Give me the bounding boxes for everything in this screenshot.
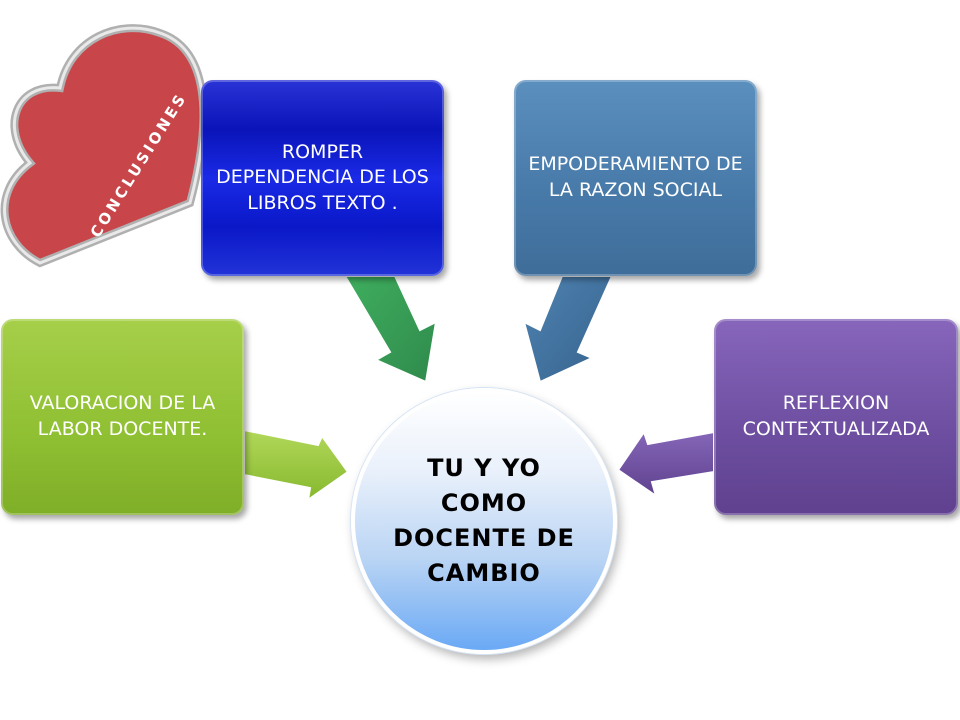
center-text: TU Y YO COMO DOCENTE DE CAMBIO bbox=[393, 454, 575, 587]
arrow-reflexion bbox=[616, 429, 715, 499]
box-reflexion-text: REFLEXION CONTEXTUALIZADA bbox=[742, 392, 930, 440]
box-romper-dependencia: ROMPER DEPENDENCIA DE LOS LIBROS TEXTO . bbox=[201, 80, 444, 276]
arrow-romper bbox=[343, 275, 438, 384]
conclusiones-heart: CONCLUSIONES bbox=[0, 18, 220, 273]
arrow-valoracion bbox=[243, 428, 350, 503]
box-valoracion: VALORACION DE LA LABOR DOCENTE. bbox=[1, 319, 244, 515]
box-empoderamiento: EMPODERAMIENTO DE LA RAZON SOCIAL bbox=[514, 80, 757, 276]
arrow-empoderamiento bbox=[522, 275, 614, 384]
center-circle: TU Y YO COMO DOCENTE DE CAMBIO bbox=[351, 388, 617, 654]
box-romper-text: ROMPER DEPENDENCIA DE LOS LIBROS TEXTO . bbox=[216, 140, 429, 214]
box-empoderamiento-text: EMPODERAMIENTO DE LA RAZON SOCIAL bbox=[528, 153, 743, 201]
box-reflexion: REFLEXION CONTEXTUALIZADA bbox=[714, 319, 958, 515]
heart-icon bbox=[0, 24, 208, 268]
box-valoracion-text: VALORACION DE LA LABOR DOCENTE. bbox=[29, 392, 216, 440]
